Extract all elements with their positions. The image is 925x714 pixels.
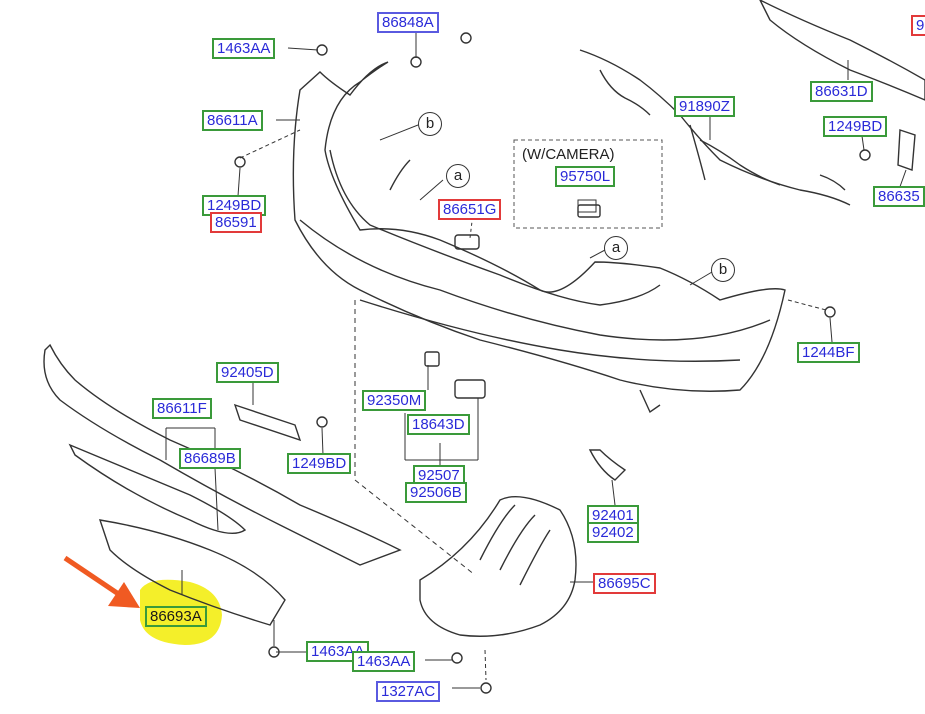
part-86848A[interactable]: 86848A xyxy=(377,12,439,33)
part-92506B[interactable]: 92506B xyxy=(405,482,467,503)
reflector-right xyxy=(588,449,627,481)
callout-a-top: a xyxy=(446,164,470,188)
callout-a-bottom: a xyxy=(604,236,628,260)
upper-bracket xyxy=(759,0,925,101)
callout-b-top: b xyxy=(418,112,442,136)
arrow-pointer-icon xyxy=(63,555,140,608)
part-92350M[interactable]: 92350M xyxy=(362,390,427,411)
part-1249BD-mid[interactable]: 1249BD xyxy=(287,453,352,474)
camera-box-title: (W/CAMERA) xyxy=(522,146,615,163)
part-9[interactable]: 9 xyxy=(911,15,925,36)
part-86651G[interactable]: 86651G xyxy=(438,199,502,220)
part-95750L[interactable]: 95750L xyxy=(555,166,616,187)
part-92405D[interactable]: 92405D xyxy=(216,362,279,383)
wiring-harness xyxy=(579,49,851,206)
part-86693A-highlighted[interactable]: 86693A xyxy=(145,606,207,627)
part-86631D[interactable]: 86631D xyxy=(810,81,873,102)
part-1249BD-right[interactable]: 1249BD xyxy=(823,116,888,137)
bumper-cover xyxy=(292,61,786,392)
part-91890Z[interactable]: 91890Z xyxy=(674,96,735,117)
part-86611F[interactable]: 86611F xyxy=(152,398,212,419)
part-86695C[interactable]: 86695C xyxy=(593,573,656,594)
callout-b-bottom: b xyxy=(711,258,735,282)
part-1244BF[interactable]: 1244BF xyxy=(797,342,860,363)
part-86689B[interactable]: 86689B xyxy=(179,448,241,469)
part-1463AA-top[interactable]: 1463AA xyxy=(212,38,276,59)
skid-plate xyxy=(419,495,577,637)
part-86591[interactable]: 86591 xyxy=(210,212,262,233)
part-86635[interactable]: 86635 xyxy=(873,186,925,207)
part-1327AC[interactable]: 1327AC xyxy=(376,681,441,702)
part-92401[interactable]: 92401 xyxy=(587,505,639,526)
part-18643D[interactable]: 18643D xyxy=(407,414,470,435)
part-86611A[interactable]: 86611A xyxy=(202,110,263,131)
under-cover xyxy=(98,519,286,626)
part-92402[interactable]: 92402 xyxy=(587,522,639,543)
reflector-left xyxy=(233,403,302,442)
part-1463AA-bottom-2[interactable]: 1463AA xyxy=(352,651,416,672)
lower-lip xyxy=(43,343,402,566)
